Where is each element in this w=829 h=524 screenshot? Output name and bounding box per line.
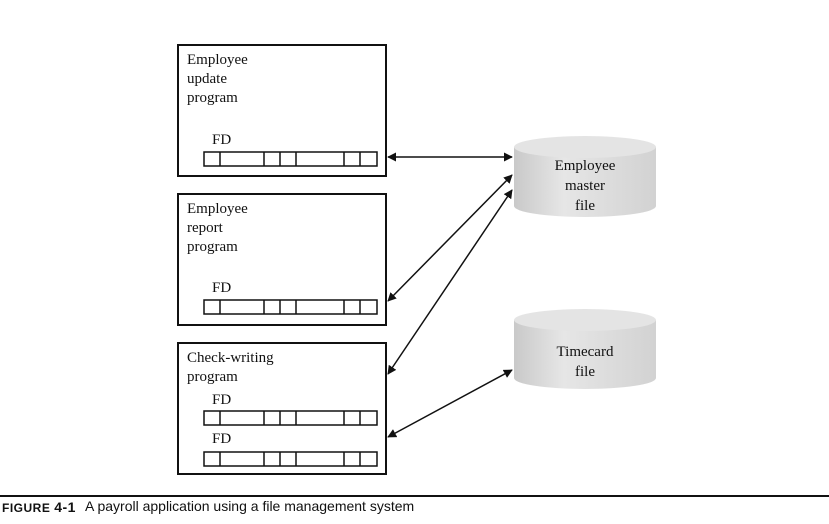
- file-cylinder-timecard: Timecard file: [514, 309, 656, 389]
- fd-label: FD: [212, 392, 231, 408]
- file-label-line: master: [565, 178, 605, 194]
- program-title-line: program: [187, 239, 238, 255]
- program-box-employee-update: Employee update program FD: [177, 44, 387, 177]
- program-title-line: report: [187, 220, 224, 236]
- program-title-line: Employee: [187, 52, 248, 68]
- fd-record-outline: [203, 451, 378, 467]
- fd-record-outline: [203, 151, 378, 167]
- figure-label: Figure 4-1: [2, 499, 76, 515]
- figure-caption: Figure 4-1 A payroll application using a…: [0, 495, 829, 524]
- program-title-line: update: [187, 71, 227, 87]
- fd-record-outline: [203, 410, 378, 426]
- fd-label: FD: [212, 132, 231, 148]
- file-cylinder-employee-master: Employee master file: [514, 136, 656, 217]
- connector-check-to-master: [387, 189, 513, 375]
- program-box-employee-report: Employee report program FD: [177, 193, 387, 326]
- fd-record-layout: [203, 151, 378, 167]
- diagram-canvas: Employee update program FD Employee repo…: [177, 44, 656, 475]
- fd-label: FD: [212, 280, 231, 296]
- program-title-line: Employee: [187, 201, 248, 217]
- program-title-line: Check-writing: [187, 350, 274, 366]
- file-label-line: Timecard: [557, 344, 614, 360]
- fd-record-layout: [203, 451, 378, 467]
- figure-label-prefix: Figure: [2, 501, 51, 515]
- fd-record-outline: [203, 299, 378, 315]
- program-title-line: program: [187, 90, 238, 106]
- fd-label: FD: [212, 431, 231, 447]
- program-title-line: program: [187, 369, 238, 385]
- connector-check-to-timecard: [387, 369, 513, 438]
- file-label-line: file: [575, 364, 595, 380]
- figure-label-number: 4-1: [54, 499, 76, 515]
- figure-caption-text: A payroll application using a file manag…: [85, 498, 415, 514]
- file-label-line: Employee: [555, 158, 616, 174]
- file-label-line: file: [575, 198, 595, 214]
- fd-record-layout: [203, 299, 378, 315]
- program-box-check-writing: Check-writing program FD FD: [177, 342, 387, 475]
- fd-record-layout: [203, 410, 378, 426]
